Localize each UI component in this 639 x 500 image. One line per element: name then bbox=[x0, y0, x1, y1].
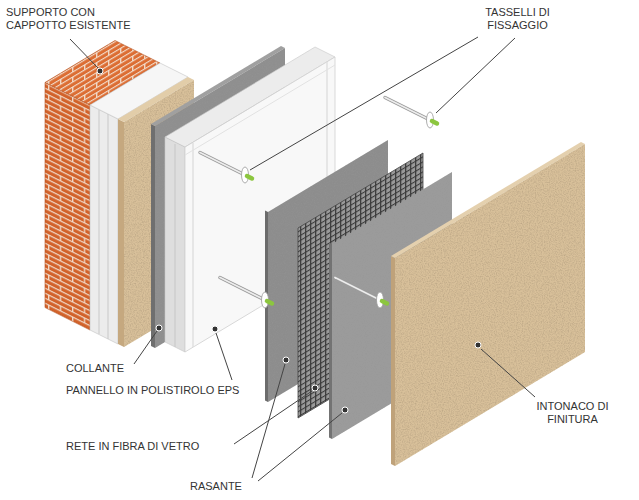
eps-groove bbox=[185, 65, 335, 155]
label-slot: TASSELLI DI FISSAGGIO bbox=[470, 6, 565, 32]
insulation-groove bbox=[108, 114, 109, 339]
part-label: RETE IN FIBRA DI VETRO bbox=[66, 440, 199, 453]
part-label: TASSELLI DI FISSAGGIO bbox=[470, 6, 565, 32]
leader-dot bbox=[283, 357, 289, 363]
eps-groove bbox=[192, 143, 193, 347]
leader-line bbox=[436, 38, 515, 113]
leader-line bbox=[252, 364, 285, 478]
leader-dot bbox=[212, 326, 218, 332]
anchor bbox=[200, 153, 252, 184]
leader-line bbox=[250, 37, 478, 170]
anchor-shaft bbox=[220, 278, 265, 301]
anchor-shaft bbox=[335, 278, 380, 301]
label-slot: RASANTE bbox=[190, 480, 242, 493]
label-slot: COLLANTE bbox=[66, 362, 124, 375]
anchor bbox=[220, 278, 272, 309]
part-label: RASANTE bbox=[190, 480, 242, 493]
plaster-side bbox=[391, 256, 395, 466]
leader-dot bbox=[475, 342, 481, 348]
anchor-plug bbox=[247, 176, 252, 179]
anchor-plug bbox=[382, 301, 387, 304]
leader-line bbox=[70, 39, 98, 68]
adhesive-side bbox=[151, 124, 155, 348]
anchor-plug bbox=[267, 301, 272, 304]
anchor bbox=[385, 98, 437, 129]
eps-side bbox=[165, 137, 185, 352]
leader-dot bbox=[342, 407, 348, 413]
anchor-shaft bbox=[200, 153, 245, 176]
part-label: SUPPORTO CON CAPPOTTO ESISTENTE bbox=[6, 6, 146, 32]
brick-side bbox=[45, 83, 90, 331]
leader-dot bbox=[97, 68, 103, 74]
leader-dot bbox=[156, 325, 162, 331]
anchor-shaft bbox=[385, 98, 430, 121]
leader-line bbox=[481, 349, 535, 397]
label-slot: PANNELLO IN POLISTIROLO EPS bbox=[66, 384, 239, 397]
anchor-shaft bbox=[220, 278, 265, 301]
leader-lines bbox=[70, 37, 535, 481]
leader-line bbox=[134, 331, 157, 364]
skim-side bbox=[329, 243, 332, 440]
leader-line bbox=[234, 391, 312, 444]
anchor bbox=[335, 278, 387, 309]
anchor-plug bbox=[432, 121, 437, 124]
part-label: INTONACO DI FINITURA bbox=[525, 400, 620, 426]
insulation-groove bbox=[99, 110, 100, 334]
eps-tongue bbox=[175, 144, 176, 347]
part-label: PANNELLO IN POLISTIROLO EPS bbox=[66, 384, 239, 397]
anchor-shaft bbox=[335, 278, 380, 301]
leader-dot bbox=[312, 385, 318, 391]
fixing-anchors bbox=[200, 98, 437, 309]
existing-insulation-side bbox=[90, 105, 118, 344]
leader-line bbox=[258, 413, 342, 481]
anchor-shaft bbox=[200, 153, 245, 176]
leader-line bbox=[216, 333, 232, 380]
part-label: COLLANTE bbox=[66, 362, 124, 375]
existing-plaster-side bbox=[118, 119, 124, 347]
label-slot: SUPPORTO CON CAPPOTTO ESISTENTE bbox=[6, 6, 146, 32]
anchor-shaft bbox=[385, 98, 430, 121]
label-slot: INTONACO DI FINITURA bbox=[525, 400, 620, 426]
label-slot: RETE IN FIBRA DI VETRO bbox=[66, 440, 199, 453]
